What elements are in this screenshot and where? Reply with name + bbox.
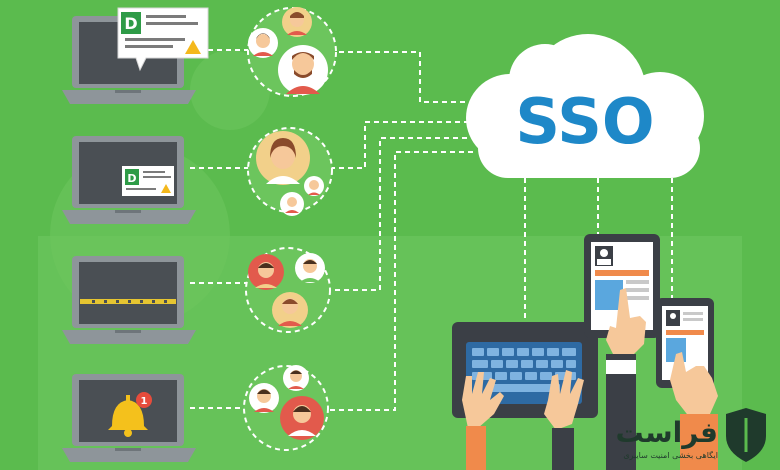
- doc-badge-1: [121, 12, 141, 34]
- avatar-icon: [249, 383, 279, 413]
- laptop-4: 1: [62, 374, 196, 462]
- logo-tagline: ایگاهی بخشی امنیت سایبری: [623, 450, 718, 460]
- cloud-icon: [466, 34, 704, 178]
- avatar-icon: [256, 131, 310, 185]
- document-popup-1: D: [117, 7, 209, 72]
- avatar-cluster-1: [247, 7, 337, 97]
- avatar-icon: [295, 253, 325, 283]
- doc-badge-letter-1: D: [124, 14, 137, 33]
- avatar-icon: [248, 254, 284, 290]
- avatar-icon: [272, 292, 308, 328]
- warning-icon: [185, 40, 201, 54]
- avatar-cluster-2: [247, 127, 333, 216]
- doc-badge-2: [125, 169, 139, 185]
- avatar-icon: [280, 192, 304, 216]
- laptop-2: D: [62, 136, 196, 224]
- avatar-icon: [280, 396, 324, 440]
- doc-badge-letter-2: D: [127, 172, 136, 185]
- notification-count: 1: [141, 396, 148, 407]
- avatar-icon: [248, 28, 278, 58]
- warning-icon: [161, 184, 171, 193]
- logo-name: فراست: [615, 416, 718, 449]
- avatar-icon: [278, 45, 328, 95]
- bell-icon: [108, 395, 148, 437]
- avatar-icon: [282, 7, 312, 37]
- notification-badge: [136, 392, 152, 408]
- logo: فراست ایگاهی بخشی امنیت سایبری: [615, 408, 766, 462]
- hand-icon: [462, 288, 718, 470]
- avatar-cluster-4: [243, 365, 329, 451]
- laptop-3: [62, 256, 196, 344]
- background-circle-top: [190, 50, 270, 130]
- avatar-icon: [283, 365, 309, 391]
- avatar-cluster-3: [245, 247, 331, 333]
- sso-label: SSO: [515, 85, 654, 158]
- avatar-icon: [304, 176, 324, 196]
- dashed-connectors: [190, 49, 673, 411]
